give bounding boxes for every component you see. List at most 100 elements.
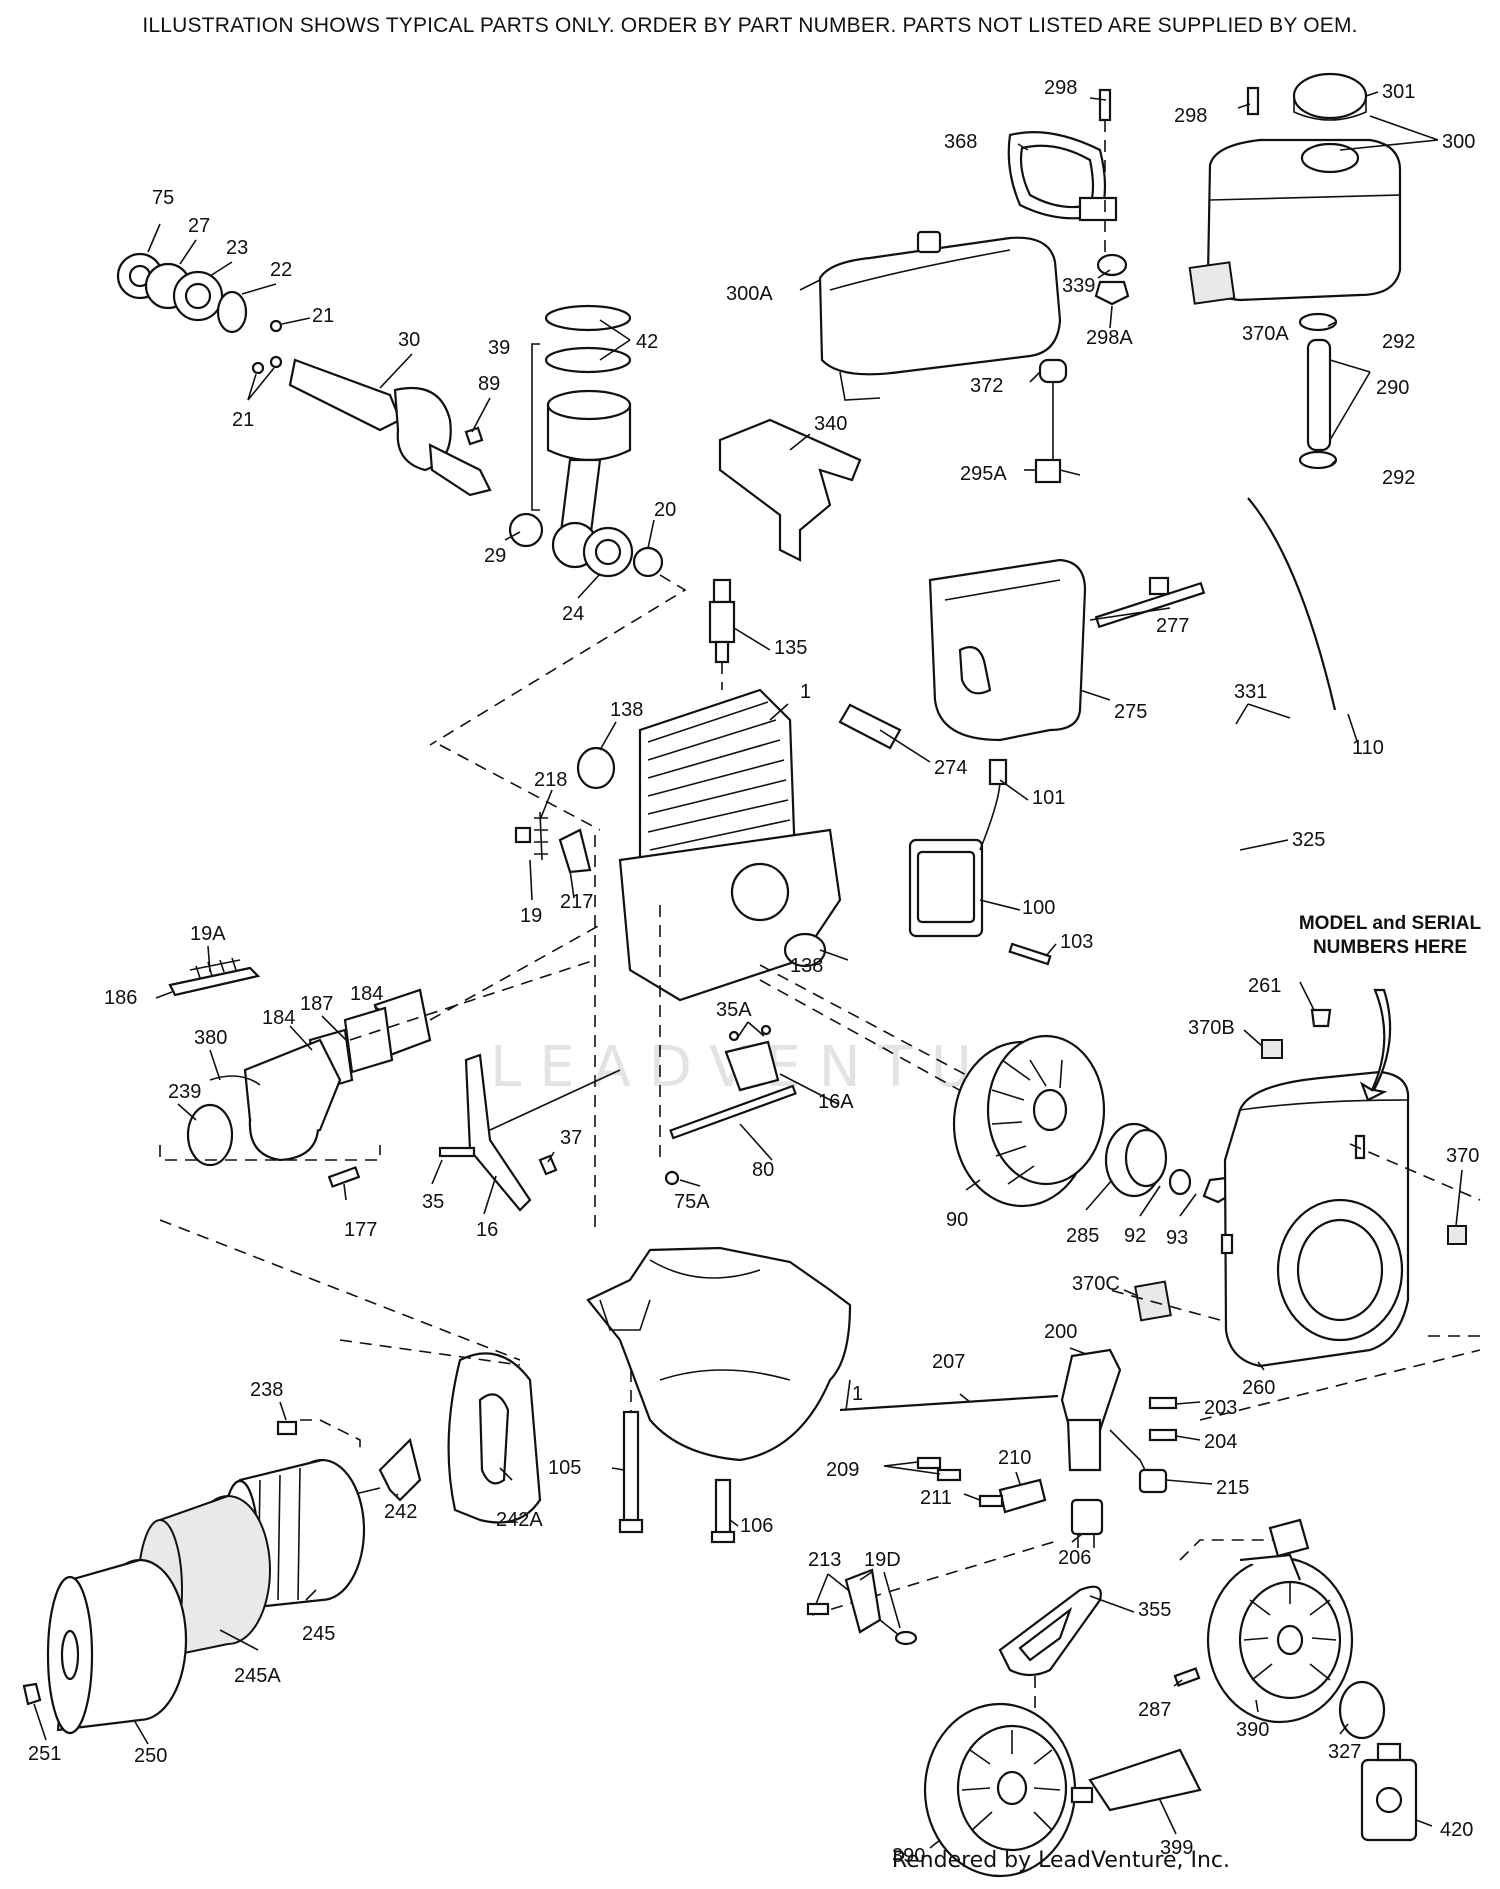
callout-label: 16 [476, 1219, 498, 1241]
callout-label: 295A [960, 463, 1007, 485]
callout-label: 209 [826, 1459, 859, 1481]
callout-label: 19D [864, 1549, 901, 1571]
callout-label: 35A [716, 999, 752, 1021]
callout-label: 242A [496, 1509, 543, 1531]
decal-327 [1338, 1680, 1386, 1740]
ignition-coil-100 [908, 758, 1008, 938]
fuel-tank-large [818, 230, 1062, 401]
callout-label: 186 [104, 987, 137, 1009]
callout-label: 93 [1166, 1227, 1188, 1249]
callout-label: 380 [194, 1027, 227, 1049]
callout-label: 275 [1114, 701, 1147, 723]
callout-label: 277 [1156, 615, 1189, 637]
cylinder-block-1 [618, 688, 842, 1002]
recoil-starter-390-lower [923, 1702, 1077, 1878]
callout-label: 100 [1022, 897, 1055, 919]
callout-label: 245 [302, 1623, 335, 1645]
link-186 [168, 966, 261, 997]
key-89 [464, 426, 484, 446]
callout-label: 239 [168, 1081, 201, 1103]
callout-label: 207 [932, 1351, 965, 1373]
fuel-valve-295a [1034, 358, 1081, 484]
tank-strap [1007, 131, 1118, 222]
carburetor-380 [186, 1038, 342, 1167]
callout-label: 217 [560, 891, 593, 913]
bolt-298 [1246, 86, 1260, 116]
control-bracket-200 [1060, 1348, 1122, 1472]
seal-20 [632, 546, 664, 578]
flywheel-90 [952, 1034, 1106, 1208]
washer-92 [1168, 1168, 1192, 1196]
callout-label: 370B [1188, 1017, 1235, 1039]
air-cleaner-base-242a [447, 1352, 542, 1524]
muffler-275 [928, 558, 1087, 742]
callout-label: 1 [800, 681, 811, 703]
fuel-line-assembly [1298, 312, 1338, 470]
clip-210 [998, 1478, 1047, 1514]
callout-label: 184 [350, 983, 383, 1005]
callout-label: 274 [934, 757, 967, 779]
callout-label: 30 [398, 329, 420, 351]
callout-label: 245A [234, 1665, 281, 1687]
screw-203 [1148, 1396, 1178, 1410]
callout-label: 187 [300, 993, 333, 1015]
callout-label: 355 [1138, 1599, 1171, 1621]
callout-label: 290 [1376, 377, 1409, 399]
nut-298a [1094, 280, 1130, 306]
blower-housing-260 [1220, 1070, 1410, 1368]
bolt-105 [618, 1370, 644, 1534]
callout-label: 16A [818, 1091, 854, 1113]
callout-label: 20 [654, 499, 676, 521]
screw-261 [1310, 1008, 1332, 1028]
footer-credit: Rendered by LeadVenture, Inc. [891, 1848, 1230, 1873]
callout-label: 101 [1032, 787, 1065, 809]
callout-label: 211 [920, 1487, 952, 1509]
callout-label: 399 [1160, 1837, 1193, 1859]
crankcase-1-lower [586, 1246, 852, 1462]
callout-label: 75A [674, 1191, 710, 1213]
callout-label: 285 [1066, 1225, 1099, 1247]
wire-215 [1109, 1429, 1168, 1494]
switch-206 [1070, 1498, 1104, 1548]
callout-label: 22 [270, 259, 292, 281]
leader-lines [33, 91, 1463, 1849]
governor-lever-16 [438, 1053, 532, 1212]
callout-label: 298 [1174, 105, 1207, 127]
callout-label: 1 [852, 1383, 863, 1405]
callout-label: 287 [1138, 1699, 1171, 1721]
callout-label: 292 [1382, 467, 1415, 489]
screw-103 [1008, 942, 1052, 966]
screws-209 [916, 1456, 962, 1482]
callout-label: 90 [946, 1209, 968, 1231]
callout-label: 213 [808, 1549, 841, 1571]
callout-label: 260 [1242, 1377, 1275, 1399]
fuel-tank-small [1206, 72, 1402, 302]
recoil-starter-390-upper [1206, 1518, 1354, 1724]
starter-handle-355 [998, 1585, 1102, 1677]
bolt-106 [710, 1478, 736, 1544]
callout-label: 238 [250, 1379, 283, 1401]
callout-label: 19 [520, 905, 542, 927]
callout-label: 331 [1234, 681, 1267, 703]
callout-label: 298A [1086, 327, 1133, 349]
callout-label: 110 [1352, 737, 1384, 759]
callout-label: 27 [188, 215, 210, 237]
lever-217 [558, 828, 592, 874]
needle-bearing-29 [508, 512, 544, 548]
callout-label: 35 [422, 1191, 444, 1213]
gasket-274 [838, 703, 902, 750]
callout-label: 215 [1216, 1477, 1249, 1499]
decal-370b [1261, 1039, 1283, 1059]
callout-label: 370C [1072, 1273, 1120, 1295]
callout-label: 300A [726, 283, 773, 305]
callout-label: 368 [944, 131, 977, 153]
callout-label: 92 [1124, 1225, 1146, 1247]
oil-bottle-420 [1360, 1742, 1418, 1842]
callout-label: 21 [312, 305, 334, 327]
callout-label: 340 [814, 413, 847, 435]
callout-label: 21 [232, 409, 254, 431]
spark-plug-135 [708, 578, 736, 664]
model-serial-note: MODEL and SERIAL NUMBERS HERE [1290, 912, 1490, 960]
callout-label: 138 [610, 699, 643, 721]
